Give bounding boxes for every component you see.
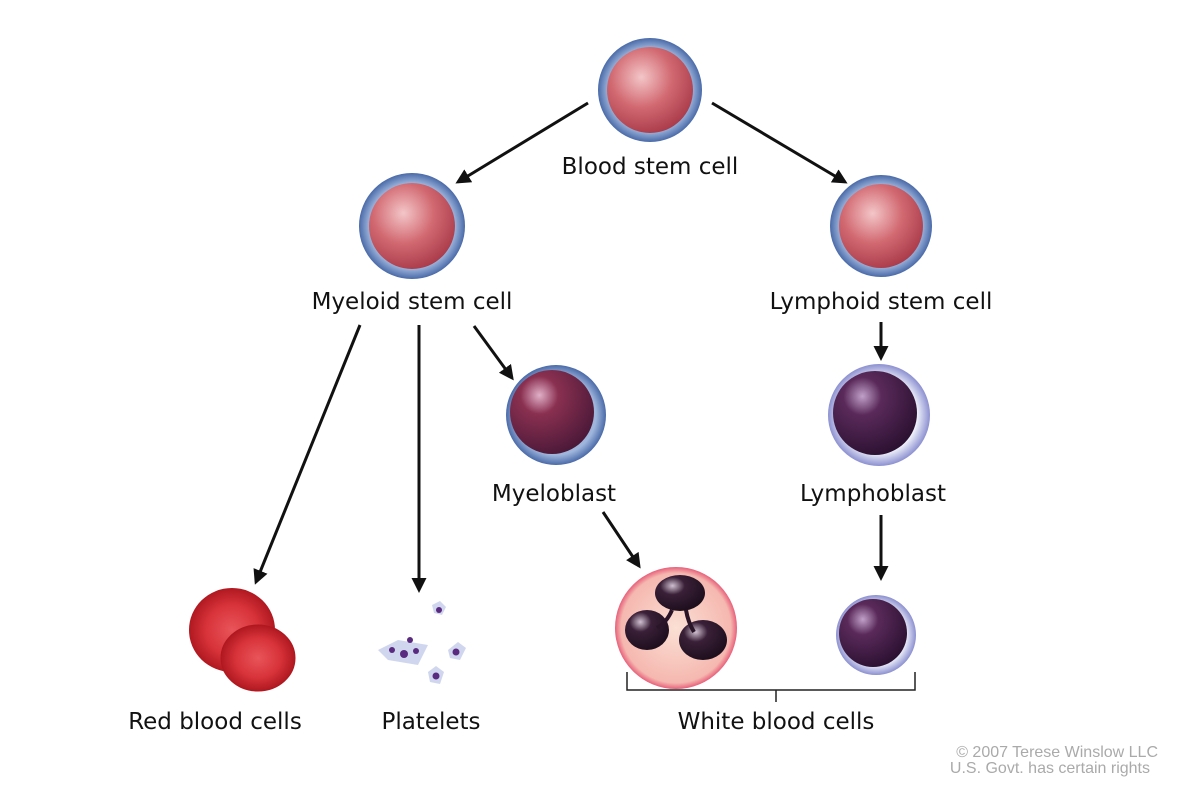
arrow-myeloid-to-myeloblast — [472, 325, 514, 381]
arrow-stem-to-lymphoid — [711, 101, 848, 184]
red-blood-cells-image — [189, 588, 296, 692]
label-platelets: Platelets — [381, 709, 480, 735]
label-lymphoid-stem-cell: Lymphoid stem cell — [770, 289, 993, 315]
copyright-line-2: U.S. Govt. has certain rights — [950, 760, 1150, 777]
arrow-myeloid-to-red-blood-cells — [253, 324, 362, 585]
label-myeloid-stem-cell: Myeloid stem cell — [312, 289, 513, 315]
lymphoblast-image — [828, 364, 930, 466]
arrow-myeloblast-to-white-blood-cell — [601, 511, 641, 569]
label-white-blood-cells: White blood cells — [678, 709, 875, 735]
white-blood-cells-bracket — [626, 672, 916, 702]
label-lymphoblast: Lymphoblast — [800, 481, 946, 507]
label-blood-stem-cell: Blood stem cell — [562, 154, 739, 180]
copyright-line-1: © 2007 Terese Winslow LLC — [956, 744, 1158, 761]
blood-stem-cell-image — [598, 38, 702, 142]
neutrophil-white-blood-cell-image — [615, 567, 737, 689]
myeloblast-image — [506, 365, 606, 465]
label-myeloblast: Myeloblast — [492, 481, 616, 507]
platelets-image — [378, 601, 466, 684]
lymphocyte-white-blood-cell-image — [836, 595, 916, 675]
arrow-stem-to-myeloid — [455, 101, 589, 184]
myeloid-stem-cell-image — [359, 173, 465, 279]
label-red-blood-cells: Red blood cells — [128, 709, 302, 735]
lymphoid-stem-cell-image — [830, 175, 932, 277]
